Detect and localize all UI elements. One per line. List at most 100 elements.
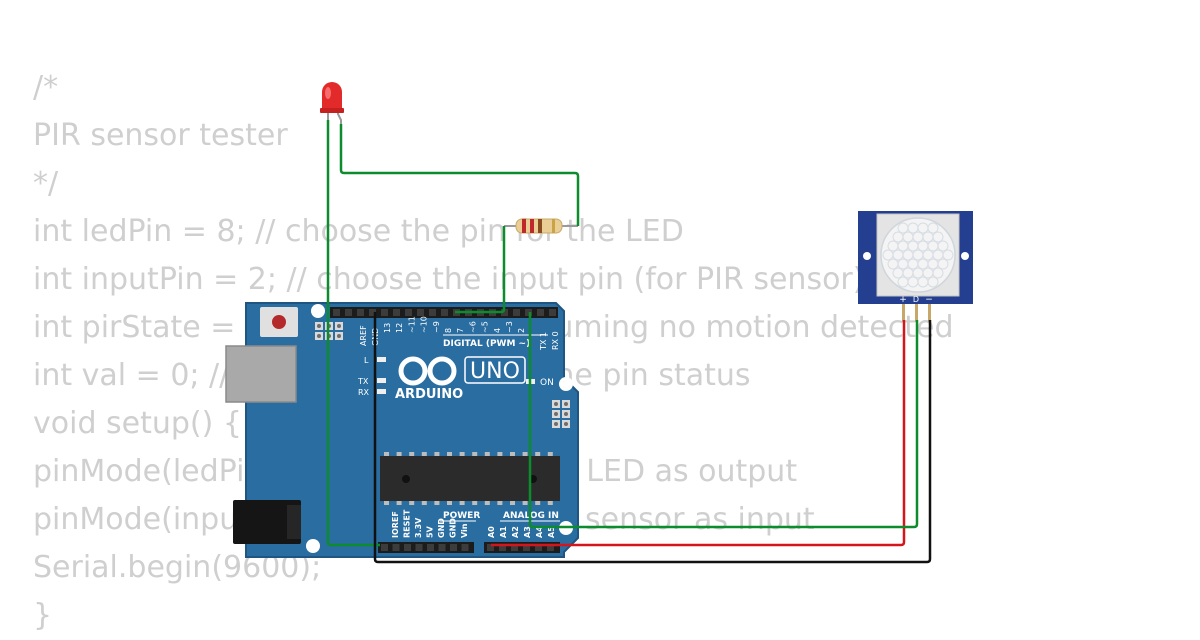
code-line: */ (33, 166, 59, 201)
header-socket[interactable] (427, 544, 434, 551)
analog-pin-label: A5 (547, 526, 556, 538)
header-socket[interactable] (441, 309, 448, 316)
aref-label: AREF (359, 325, 368, 346)
chip-pin (472, 452, 478, 456)
fresnel-cell (937, 240, 949, 252)
reset-button[interactable] (272, 315, 286, 329)
chip-pin (396, 501, 402, 505)
chip-pin (447, 452, 452, 456)
chip-pin (421, 501, 427, 505)
header-socket[interactable] (381, 309, 388, 316)
rx0-label: RX 0 (551, 331, 560, 350)
chip-pin (409, 501, 415, 505)
chip-pin (434, 452, 440, 456)
power-label: POWER (443, 511, 480, 521)
header-socket[interactable] (549, 309, 556, 316)
wires (326, 120, 932, 564)
mount-hole (306, 539, 320, 553)
header-socket[interactable] (537, 309, 544, 316)
led-tx (377, 378, 386, 383)
header-socket[interactable] (405, 309, 412, 316)
header-socket[interactable] (501, 309, 508, 316)
digital-pin-label: 2 (517, 328, 526, 333)
header-socket[interactable] (525, 309, 532, 316)
header-socket[interactable] (369, 309, 376, 316)
header-socket[interactable] (450, 544, 457, 551)
pir-pin (902, 304, 905, 322)
icsp-pin-hole (564, 422, 568, 426)
led-dome (322, 82, 342, 112)
wire-gnd-to-pir[interactable] (373, 312, 932, 564)
header-socket[interactable] (499, 544, 506, 551)
chip-pin (497, 452, 503, 456)
wire-resistor-to-pin8[interactable] (455, 226, 506, 314)
dc-jack-rim (287, 505, 301, 539)
resistor-band (530, 219, 534, 233)
wire-led-to-ground[interactable] (326, 120, 380, 547)
led-rim (320, 108, 344, 113)
analog-pin-label: A3 (523, 526, 532, 538)
header-socket[interactable] (345, 309, 352, 316)
code-line: /* (33, 70, 59, 105)
wire-led-to-resistor[interactable] (339, 124, 580, 226)
header-socket[interactable] (487, 544, 494, 551)
resistor-band (522, 219, 526, 233)
header-socket[interactable] (461, 544, 469, 551)
rx-label: RX (358, 388, 370, 397)
uno-badge (464, 356, 526, 384)
digital-pin-label: ~9 (432, 321, 441, 333)
pir-sensor[interactable]: + D − (858, 211, 973, 322)
header-socket[interactable] (438, 544, 446, 551)
header-socket[interactable] (393, 309, 400, 316)
chip-pin (484, 452, 490, 456)
header-socket[interactable] (415, 544, 423, 551)
digital-pin-label: ~5 (481, 321, 490, 333)
power-pin-label: IOREF (391, 511, 400, 538)
icsp-pin-hole (317, 334, 321, 338)
header-socket[interactable] (357, 309, 364, 316)
chip-pin (421, 452, 427, 456)
resistor-band (552, 219, 555, 233)
mount-hole (311, 304, 325, 318)
wire-5v-to-pir[interactable] (491, 320, 906, 547)
icsp-pin-hole (337, 324, 341, 328)
header-socket[interactable] (511, 544, 518, 551)
chip-pin (409, 452, 415, 456)
header-socket[interactable] (513, 309, 520, 316)
power-pin-label: GND (437, 518, 446, 538)
fresnel-cell (942, 249, 954, 261)
analog-pin-label: A0 (487, 526, 496, 538)
fresnel-cell (937, 258, 949, 270)
power-header (378, 542, 474, 553)
header-socket[interactable] (404, 544, 411, 551)
resistor[interactable] (504, 218, 578, 234)
wire-pin2-to-pir[interactable] (528, 312, 919, 529)
code-line: } (33, 598, 53, 633)
header-socket[interactable] (333, 309, 340, 316)
tx1-label: TX 1 (539, 332, 548, 351)
power-pin-label: GND (449, 518, 458, 538)
resistor-band (538, 219, 542, 233)
header-socket[interactable] (547, 544, 554, 551)
header-socket[interactable] (381, 544, 388, 551)
chip-pin (434, 501, 440, 505)
digital-label: DIGITAL (PWM ~) (443, 339, 530, 349)
red-led[interactable] (320, 82, 344, 126)
header-socket[interactable] (535, 544, 542, 551)
power-pin-label: 3.3V (414, 517, 423, 538)
chip-pin (510, 452, 515, 456)
analog-pin-label: A4 (535, 526, 544, 538)
icsp-pin-hole (554, 422, 558, 426)
header-socket[interactable] (429, 309, 436, 316)
arduino-logo (398, 356, 457, 386)
chip-pin (510, 501, 515, 505)
header-socket[interactable] (523, 544, 530, 551)
led-highlight (325, 87, 331, 99)
header-socket[interactable] (417, 309, 424, 316)
icsp-pin-hole (554, 402, 558, 406)
digital-pin-label: 12 (395, 323, 404, 333)
header-socket[interactable] (392, 544, 400, 551)
